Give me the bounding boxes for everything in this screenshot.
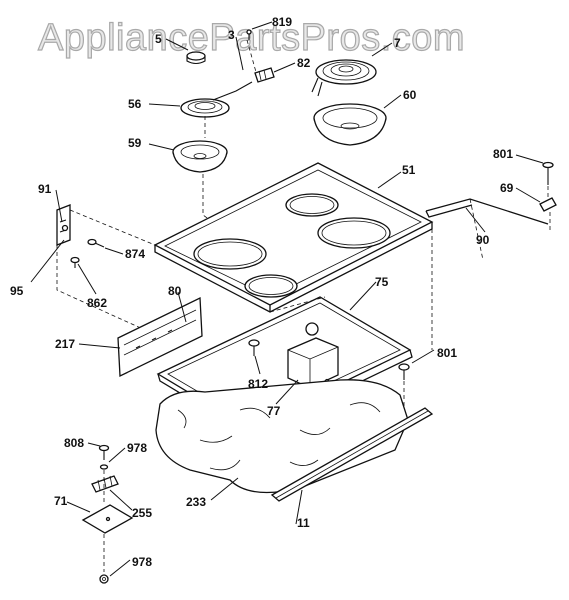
- label-95: 95: [10, 284, 24, 298]
- label-80: 80: [168, 284, 182, 298]
- label-56: 56: [128, 97, 142, 111]
- small-drip-bowl: [172, 140, 228, 173]
- label-75: 75: [375, 275, 389, 289]
- label-71: 71: [54, 494, 68, 508]
- cooktop-main-top: [153, 162, 434, 313]
- label-3: 3: [228, 28, 235, 42]
- label-978-bottom: 978: [132, 555, 152, 569]
- screw-top-right: [542, 161, 554, 198]
- small-surface-element: [180, 81, 253, 118]
- mounting-plate-71: [81, 470, 134, 572]
- label-77: 77: [267, 404, 281, 418]
- terminal-block: [246, 29, 275, 83]
- watermark-text: AppliancePartsPros.com: [38, 17, 465, 59]
- large-surface-element: [311, 59, 377, 97]
- washer-978-bottom: [99, 574, 109, 584]
- terminal-strip-255: [91, 475, 119, 493]
- label-812: 812: [248, 377, 268, 391]
- label-11: 11: [297, 516, 310, 530]
- label-801-lower: 801: [437, 346, 457, 360]
- insulation-blanket: [155, 379, 409, 494]
- label-51: 51: [402, 163, 416, 177]
- washer-978-top: [99, 464, 109, 470]
- label-874: 874: [125, 247, 145, 261]
- label-233: 233: [186, 495, 206, 509]
- label-217: 217: [55, 337, 75, 351]
- large-drip-bowl: [313, 103, 387, 146]
- clip-69: [539, 197, 557, 232]
- label-90: 90: [476, 233, 490, 247]
- hinge-rod: [425, 198, 549, 261]
- label-7: 7: [394, 36, 401, 50]
- label-808: 808: [64, 436, 84, 450]
- label-60: 60: [403, 88, 417, 102]
- screw-801-lower: [398, 363, 410, 408]
- label-5: 5: [155, 32, 162, 46]
- label-255: 255: [132, 506, 152, 520]
- screw-874: [87, 238, 105, 248]
- label-862: 862: [87, 296, 107, 310]
- front-trim: [270, 407, 434, 502]
- screw-808: [98, 444, 110, 460]
- label-801-top: 801: [493, 147, 513, 161]
- label-819: 819: [272, 15, 292, 29]
- screw-862: [70, 256, 80, 268]
- hinge-bracket-left: [56, 204, 156, 331]
- element-knob: [186, 51, 206, 65]
- label-91: 91: [38, 182, 52, 196]
- label-59: 59: [128, 136, 142, 150]
- label-69: 69: [500, 181, 514, 195]
- screw-812: [248, 339, 260, 356]
- label-82: 82: [297, 56, 311, 70]
- label-978-top: 978: [127, 441, 147, 455]
